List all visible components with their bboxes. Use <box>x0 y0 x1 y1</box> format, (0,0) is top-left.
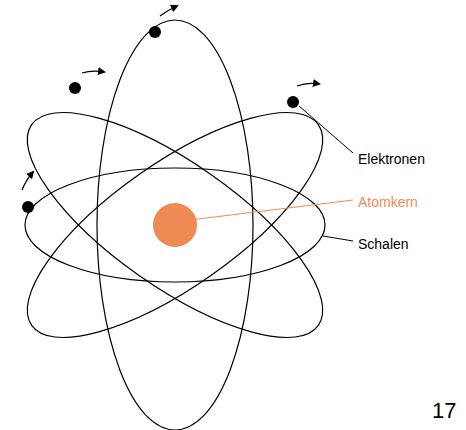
shell-orbit <box>0 74 354 376</box>
nucleus-label: Atomkern <box>358 193 418 211</box>
electron <box>287 96 299 108</box>
motion-arrow <box>82 71 104 73</box>
motion-arrow <box>22 172 33 190</box>
electron-label: Elektronen <box>358 150 425 168</box>
page-number: 17 <box>432 398 456 424</box>
nucleus <box>153 203 197 247</box>
electron <box>149 26 161 38</box>
shell-orbit <box>0 74 354 376</box>
leader-line <box>323 236 353 241</box>
leader-line <box>190 200 353 220</box>
electron <box>69 82 81 94</box>
motion-arrow <box>297 83 319 86</box>
motion-arrow <box>160 6 177 16</box>
shell-orbit <box>25 168 325 282</box>
leader-line <box>299 106 353 153</box>
electron <box>22 201 34 213</box>
shell-label: Schalen <box>358 235 409 253</box>
shell-orbit <box>97 20 253 430</box>
